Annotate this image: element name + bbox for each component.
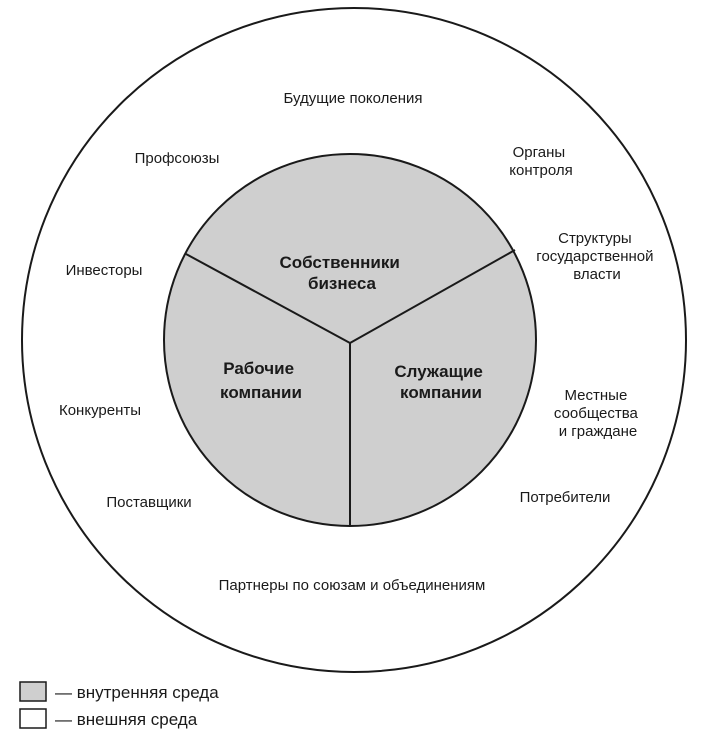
label-competitors: Конкуренты (59, 402, 141, 419)
label-investors-line-1: Инвесторы (66, 262, 143, 279)
label-government-structures: Структуры государственной власти (536, 230, 657, 283)
label-control-bodies-line-1: Органы (513, 144, 566, 161)
label-government-structures-line-1: Структуры (558, 230, 632, 247)
segment-owners-label: Собственники бизнеса (279, 253, 404, 293)
legend-label-external: — внешняя среда (55, 710, 198, 729)
segment-workers-label: Рабочие компании (220, 359, 302, 402)
label-government-structures-line-3: власти (573, 266, 620, 283)
label-future-generations-line-1: Будущие поколения (283, 90, 422, 107)
legend-label-internal: — внутренняя среда (55, 683, 219, 702)
legend: — внутренняя среда — внешняя среда (19, 681, 219, 729)
segment-owners-line-2: бизнеса (308, 274, 377, 293)
legend-swatch-external (19, 708, 47, 729)
legend-swatch-internal (19, 681, 47, 702)
label-competitors-line-1: Конкуренты (59, 402, 141, 419)
label-trade-unions: Профсоюзы (135, 150, 220, 167)
label-consumers: Потребители (520, 489, 611, 506)
label-trade-unions-line-1: Профсоюзы (135, 150, 220, 167)
segment-owners-line-1: Собственники (279, 253, 399, 272)
label-local-communities-line-3: и граждане (559, 423, 637, 440)
segment-employees-line-2: компании (400, 383, 482, 402)
label-future-generations: Будущие поколения (283, 90, 422, 107)
label-suppliers: Поставщики (106, 494, 191, 511)
label-partners: Партнеры по союзам и объединениям (219, 577, 486, 594)
label-control-bodies-line-2: контроля (509, 162, 572, 179)
segment-workers-line-2: компании (220, 383, 302, 402)
segment-employees-line-1: Служащие (394, 362, 482, 381)
segment-employees-label: Служащие компании (394, 362, 487, 402)
divider-line-right (349, 249, 516, 344)
label-investors: Инвесторы (66, 262, 143, 279)
label-control-bodies: Органы контроля (509, 144, 572, 179)
label-consumers-line-1: Потребители (520, 489, 611, 506)
label-local-communities-line-1: Местные (565, 387, 628, 404)
label-partners-line-1: Партнеры по союзам и объединениям (219, 577, 486, 594)
inner-environment-circle (163, 153, 537, 527)
divider-line-left (185, 253, 351, 344)
segment-workers-line-1: Рабочие (223, 359, 294, 378)
label-government-structures-line-2: государственной (536, 248, 653, 265)
label-local-communities: Местные сообщества и граждане (554, 387, 642, 440)
label-local-communities-line-2: сообщества (554, 405, 639, 422)
label-suppliers-line-1: Поставщики (106, 494, 191, 511)
